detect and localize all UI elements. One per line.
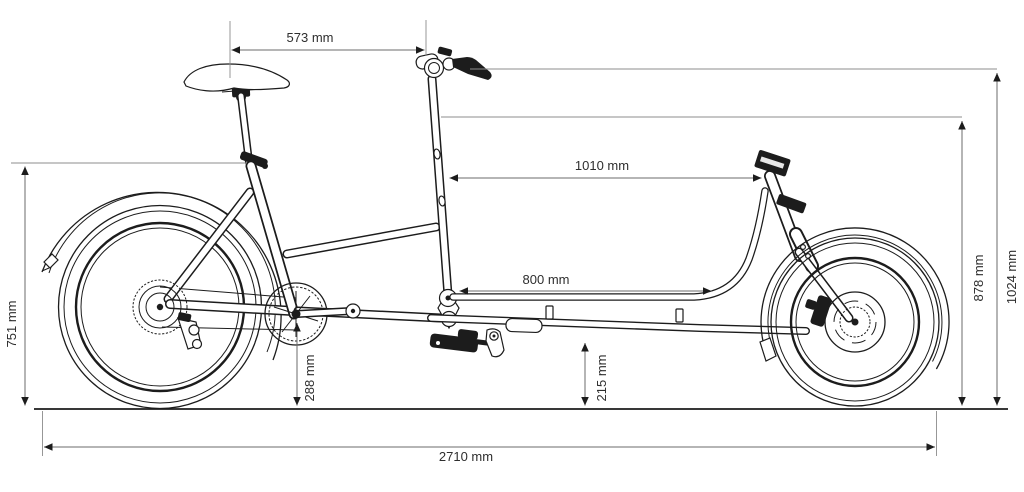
- front-wheel: [770, 237, 940, 407]
- dim-label-2710: 2710 mm: [439, 449, 493, 464]
- dim-label-215: 215 mm: [594, 355, 609, 402]
- dim-label-800: 800 mm: [523, 272, 570, 287]
- dim-front-frame-height: 878 mm: [441, 116, 986, 406]
- dim-label-878: 878 mm: [971, 255, 986, 302]
- dim-rear-height: 751 mm: [4, 162, 247, 406]
- dim-cargo-floor-height: 215 mm: [581, 343, 609, 406]
- dim-bottom-bracket-height: 288 mm: [293, 323, 317, 406]
- front-fender: [759, 227, 950, 370]
- steering-assembly: [415, 46, 492, 330]
- dim-cargo-bed-length: 800 mm: [459, 272, 712, 295]
- cassette: [132, 279, 203, 350]
- dim-label-288: 288 mm: [302, 355, 317, 402]
- cargo-rails: [427, 187, 810, 335]
- kickstand-and-pedal: [429, 317, 543, 358]
- dim-label-1010: 1010 mm: [575, 158, 629, 173]
- dim-overall-length: 2710 mm: [42, 411, 937, 464]
- dim-label-573: 573 mm: [287, 30, 334, 45]
- dim-steerer-to-headtube: 1010 mm: [449, 158, 762, 182]
- saddle-assembly: [183, 63, 290, 169]
- dim-label-751: 751 mm: [4, 301, 19, 348]
- dim-handlebar-height: 1024 mm: [470, 68, 1019, 406]
- rear-fender: [41, 191, 282, 361]
- rear-triangle: [163, 187, 298, 316]
- front-assembly: [754, 150, 854, 323]
- dim-saddle-to-steerer: 573 mm: [229, 20, 427, 78]
- dim-label-1024: 1024 mm: [1004, 250, 1019, 304]
